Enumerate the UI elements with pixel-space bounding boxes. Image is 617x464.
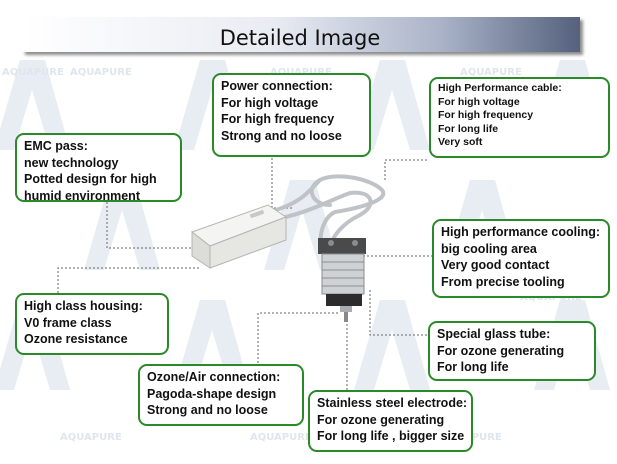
watermark-text: AQUAPURE [70, 67, 132, 78]
callout-heading: High class housing: [24, 299, 143, 313]
callout-heading: High performance cooling: [441, 225, 601, 239]
callout-special-glass-tube: Special glass tube: For ozone generating… [428, 321, 596, 381]
callout-line: For ozone generating [317, 412, 445, 427]
callout-stainless-steel-electrode: Stainless steel electrode: For ozone gen… [308, 390, 473, 452]
callout-line: For high frequency [221, 112, 335, 126]
leader-housing [57, 267, 200, 293]
callout-line: Strong and no loose [221, 128, 342, 143]
callout-ozone-air-connection: Ozone/Air connection: Pagoda-shape desig… [138, 364, 304, 426]
callout-emc-pass: EMC pass: new technology Potted design f… [15, 133, 182, 203]
callout-heading: Ozone/Air connection: [147, 370, 281, 384]
watermark-text: AQUAPURE [460, 67, 522, 78]
callout-heading: Power connection: [221, 79, 333, 93]
emc-potted-box [190, 204, 288, 269]
callout-line: For long life [437, 360, 509, 374]
callout-high-performance-cooling: High performance cooling: big cooling ar… [432, 219, 610, 298]
cooling-block [318, 238, 366, 322]
callout-line: For long life [438, 122, 499, 135]
leader-ozone-air [220, 312, 340, 366]
callout-line: big cooling area [441, 241, 537, 256]
callout-heading: Special glass tube: [437, 327, 551, 341]
watermark-text: AQUAPURE [2, 67, 64, 78]
callout-line: From precise tooling [441, 274, 565, 289]
callout-power-connection: Power connection: For high voltage For h… [212, 73, 371, 157]
callout-line: For high frequency [438, 109, 534, 121]
leader-emc [106, 202, 194, 249]
callout-line: For high voltage [221, 95, 319, 110]
callout-line: Very good contact [441, 258, 550, 272]
callout-line: new technology [24, 155, 119, 170]
watermark-text: AQUAPURE [250, 432, 312, 443]
callout-line: For ozone generating [437, 343, 565, 358]
page-title: Detailed Image [219, 26, 381, 50]
callout-line: For long life , bigger size [317, 429, 465, 443]
callout-line: V0 frame class [24, 315, 112, 330]
callout-high-class-housing: High class housing: V0 frame class Ozone… [15, 293, 169, 355]
callout-line: Pagoda-shape design [147, 386, 277, 401]
watermark-text: AQUAPURE [60, 432, 122, 443]
callout-high-performance-cable: High Performance cable: For high voltage… [429, 77, 610, 158]
callout-line: Ozone resistance [24, 332, 128, 346]
callout-line: Potted design for high [24, 172, 157, 186]
title-bar [22, 17, 580, 52]
callout-line: For high voltage [438, 95, 520, 108]
leader-glass-tube [369, 290, 429, 336]
callout-line: Very soft [438, 136, 483, 148]
watermark-text: AQUAPURE [270, 67, 332, 78]
callout-heading: EMC pass: [24, 139, 88, 153]
callout-line: humid environment [24, 188, 140, 203]
leader-cable [384, 159, 427, 182]
callout-line: Strong and no loose [147, 403, 268, 417]
callout-heading: Stainless steel electrode: [317, 396, 468, 410]
callout-heading: High Performance cable: [438, 82, 562, 94]
